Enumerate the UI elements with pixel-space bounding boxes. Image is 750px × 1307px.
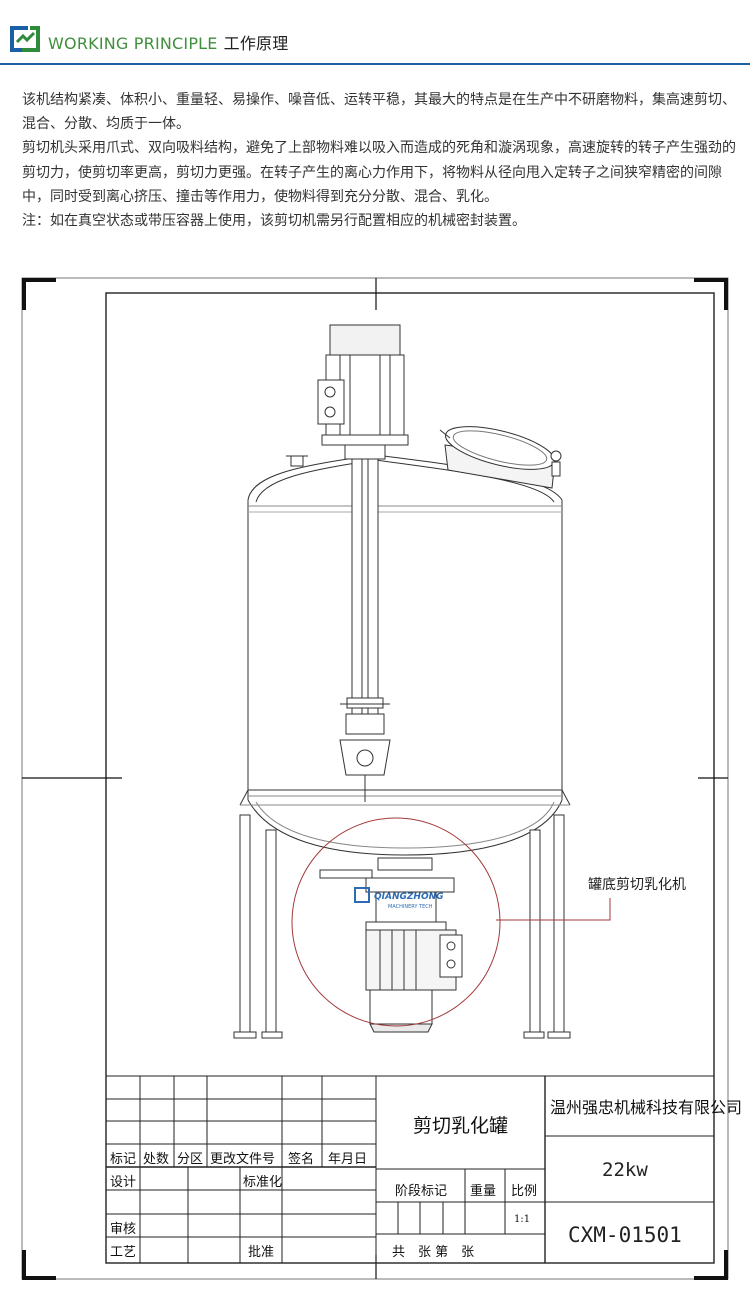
description-text: 该机结构紧凑、体积小、重量轻、易操作、噪音低、运转平稳，其最大的特点是在生产中不… xyxy=(22,88,738,233)
scale-value: 1:1 xyxy=(514,1214,530,1225)
rev-header-docno: 更改文件号 xyxy=(210,1152,275,1167)
drawing-canvas: QIANGZHONG MACHINERY TECH 罐底剪切乳化机 xyxy=(21,277,742,1280)
section-title-en: WORKING PRINCIPLE xyxy=(48,34,218,53)
weight-header: 重量 xyxy=(470,1183,496,1199)
rev-header-date: 年月日 xyxy=(328,1152,367,1167)
label-review: 审核 xyxy=(110,1222,136,1237)
rev-header-mark: 标记 xyxy=(110,1152,136,1167)
drawing-number: CXM-01501 xyxy=(568,1223,682,1247)
section-title-cn: 工作原理 xyxy=(223,34,289,53)
top-nozzle xyxy=(286,455,308,467)
label-process: 工艺 xyxy=(110,1245,136,1260)
description-note: 注：如在真空状态或带压容器上使用，该剪切机需另行配置相应的机械密封装置。 xyxy=(22,213,526,230)
power-value: 22kw xyxy=(602,1159,648,1181)
title-block-text: 标记 处数 分区 更改文件号 签名 年月日 设计 标准化 审核 工艺 批准 剪切… xyxy=(110,1098,742,1260)
top-motor xyxy=(317,324,409,460)
stage-mark-header: 阶段标记 xyxy=(395,1184,447,1199)
rev-header-count: 处数 xyxy=(143,1152,169,1167)
tank-legs xyxy=(233,814,571,1039)
bottom-emulsifier xyxy=(319,857,463,1033)
rev-header-zone: 分区 xyxy=(177,1152,203,1167)
callout-circle xyxy=(291,817,501,1027)
sheet-info: 共 张 第 张 xyxy=(392,1245,474,1260)
label-approve: 批准 xyxy=(248,1245,274,1260)
header-divider xyxy=(0,63,750,65)
description-paragraph: 剪切机头采用爪式、双向吸料结构，避免了上部物料难以吸入而造成的死角和漩涡现象，高… xyxy=(22,140,736,205)
shear-shaft xyxy=(340,458,390,715)
engineering-drawing: QIANGZHONG MACHINERY TECH 罐底剪切乳化机 xyxy=(0,270,750,1307)
tank-body xyxy=(239,454,571,856)
watermark-subtext: MACHINERY TECH xyxy=(388,904,433,910)
label-design: 设计 xyxy=(110,1175,136,1190)
label-standardize: 标准化 xyxy=(243,1175,282,1190)
callout-label: 罐底剪切乳化机 xyxy=(588,877,686,893)
scale-header: 比例 xyxy=(511,1184,537,1199)
watermark-text: QIANGZHONG xyxy=(374,892,444,902)
rev-header-sign: 签名 xyxy=(288,1151,314,1167)
manhole-cover xyxy=(439,426,562,489)
title-block xyxy=(105,1075,715,1264)
inner-frame xyxy=(105,292,715,1264)
corner-marks xyxy=(22,278,728,1280)
section-title: WORKING PRINCIPLE 工作原理 xyxy=(48,30,288,54)
company-name: 温州强忠机械科技有限公司 xyxy=(550,1098,742,1117)
callout-leader xyxy=(496,898,611,921)
brand-watermark: QIANGZHONG MACHINERY TECH xyxy=(354,887,444,910)
shear-head xyxy=(339,713,391,802)
page-header: WORKING PRINCIPLE 工作原理 xyxy=(0,0,750,65)
drawing-name: 剪切乳化罐 xyxy=(413,1115,508,1137)
description-paragraph: 该机结构紧凑、体积小、重量轻、易操作、噪音低、运转平稳，其最大的特点是在生产中不… xyxy=(22,92,736,133)
brand-logo-icon xyxy=(10,26,40,52)
